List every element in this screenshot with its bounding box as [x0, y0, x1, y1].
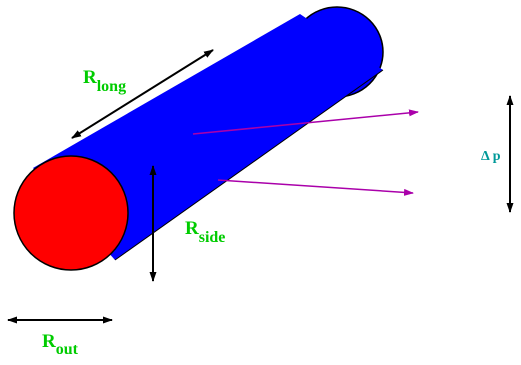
r-side-label: Rside — [185, 218, 225, 246]
particle-arrow-lower — [217, 179, 414, 196]
r-long-sub: long — [97, 78, 126, 95]
r-long-label: Rlong — [83, 67, 126, 95]
r-out-sub: out — [56, 341, 79, 358]
r-long-main: R — [83, 67, 97, 88]
tube-near-cap — [13, 155, 129, 271]
r-side-sub: side — [199, 229, 226, 246]
delta-p-text: p — [493, 149, 501, 164]
r-out-main: R — [42, 331, 56, 352]
tube-edge-bottom — [114, 69, 384, 261]
r-out-label: Rout — [42, 331, 79, 358]
particle-arrow-upper — [192, 109, 419, 135]
delta-symbol: Δ — [481, 149, 490, 164]
r-side-main: R — [185, 218, 199, 239]
r-long-arrow — [71, 49, 214, 139]
